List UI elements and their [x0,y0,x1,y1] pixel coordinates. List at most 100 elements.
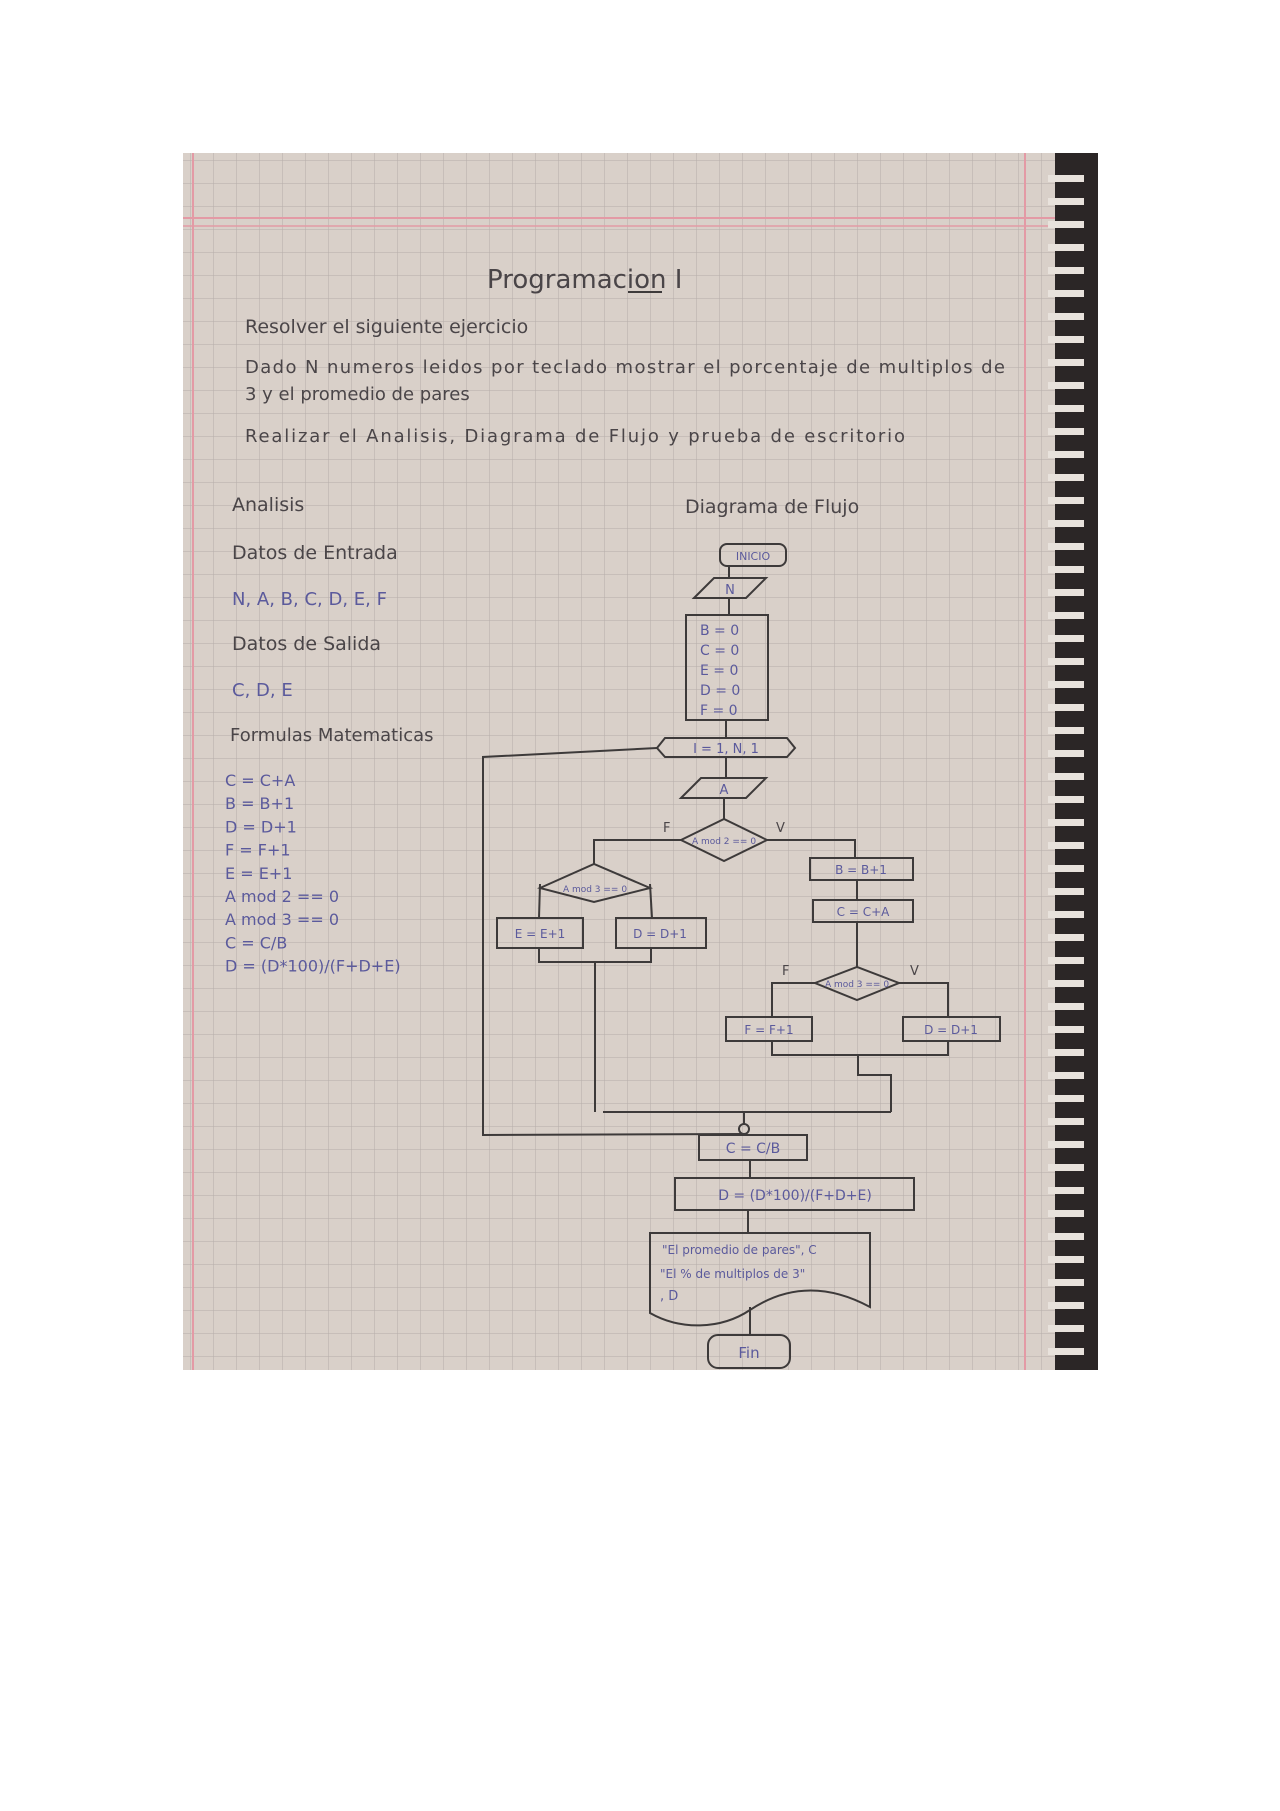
spiral-hole [1048,589,1084,596]
loop-label: I = 1, N, 1 [693,742,759,757]
process-b-increment [809,857,914,881]
connector [899,982,949,1017]
problem-line-1: Dado N numeros leidos por teclado mostra… [245,357,1005,378]
process-c-label: C = C+A [837,905,890,919]
spiral-hole [1048,704,1084,711]
spiral-hole [1048,566,1084,573]
spiral-hole [1048,221,1084,228]
formula-item: A mod 2 == 0 [225,887,339,906]
start-terminal [719,543,787,567]
spiral-hole [1048,1325,1084,1332]
loop-hexagon [655,737,797,758]
spiral-hole [1048,198,1084,205]
spiral-hole [1048,819,1084,826]
spiral-hole [1048,1072,1084,1079]
connector [771,1041,949,1056]
output-vars: C, D, E [232,680,293,701]
flowchart: INICIO N B = 0 C = 0 E = 0 D = 0 F = 0 I = 1… [482,543,1001,1369]
input-n-label: N [725,583,735,598]
formula-item: B = B+1 [225,794,294,813]
process-d-left-label: D = D+1 [633,927,687,941]
start-label: INICIO [736,550,771,563]
spiral-hole [1048,336,1084,343]
init-line: F = 0 [700,703,738,719]
false-label-2: F [782,964,789,979]
spiral-hole [1048,382,1084,389]
process-f-increment [725,1016,813,1042]
formula-item: A mod 3 == 0 [225,910,339,929]
false-label: F [663,821,670,836]
task: Realizar el Analisis, Diagrama de Flujo … [245,426,905,447]
formulas-heading: Formulas Matematicas [230,725,434,746]
spiral-hole [1048,796,1084,803]
spiral-hole [1048,313,1084,320]
spiral-hole [1048,474,1084,481]
process-d-increment-right [902,1016,1001,1042]
connector [593,839,681,864]
end-label: Fin [738,1344,759,1362]
process-percentage-label: D = (D*100)/(F+D+E) [718,1188,872,1204]
process-f-label: F = F+1 [744,1023,793,1037]
end-terminal [707,1334,791,1369]
spiral-hole [1048,658,1084,665]
init-line: B = 0 [700,623,739,639]
true-label: V [776,821,785,836]
spiral-hole [1048,1003,1084,1010]
spiral-hole [1048,842,1084,849]
formula-item: C = C+A [225,771,295,790]
spiral-hole [1048,1049,1084,1056]
connector [538,883,541,919]
true-label-2: V [910,964,919,979]
process-c-sum [812,899,914,923]
spiral-hole [1048,888,1084,895]
analysis-heading: Analisis [232,494,304,516]
output-line-1: "El promedio de pares", C [662,1243,817,1257]
process-e-label: E = E+1 [515,927,566,941]
spiral-hole [1048,681,1084,688]
spiral-hole [1048,934,1084,941]
input-vars: N, A, B, C, D, E, F [232,589,387,610]
spiral-hole [1048,865,1084,872]
output-line-2: "El % de multiplos de 3" [660,1267,805,1281]
spiral-hole [1048,405,1084,412]
init-line: E = 0 [700,663,738,679]
formula-item: D = (D*100)/(F+D+E) [225,957,401,976]
decision-even-label: A mod 2 == 0 [692,837,756,847]
formula-item: E = E+1 [225,864,292,883]
spiral-hole [1048,428,1084,435]
spiral-hole [1048,1095,1084,1102]
process-b-label: B = B+1 [835,863,887,877]
spiral-hole [1048,267,1084,274]
spiral-hole [1048,1256,1084,1263]
process-average [698,1134,808,1161]
flowchart-heading: Diagrama de Flujo [685,496,859,518]
spiral-hole [1048,1233,1084,1240]
connector [649,883,653,919]
spiral-hole [1048,1210,1084,1217]
input-heading: Datos de Entrada [232,542,398,564]
spiral-hole [1048,1141,1084,1148]
page-title: Programacion I [487,265,682,295]
init-line: C = 0 [700,643,739,659]
formula-item: D = D+1 [225,817,297,836]
spiral-hole [1048,1026,1084,1033]
instruction: Resolver el siguiente ejercicio [245,316,528,338]
spiral-hole [1048,543,1084,550]
spiral-hole [1048,773,1084,780]
decision-mod3-right-label: A mod 3 == 0 [825,980,889,990]
grid [183,153,1055,1370]
spiral-hole [1048,1164,1084,1171]
input-a-label: A [720,783,729,798]
spiral-hole [1048,911,1084,918]
spiral-hole [1048,244,1084,251]
spiral-hole [1048,635,1084,642]
init-line: D = 0 [700,683,740,699]
process-percentage [674,1177,915,1211]
problem-line-2: 3 y el promedio de pares [245,384,470,405]
output-line-3: , D [660,1289,678,1304]
spiral-hole [1048,1348,1084,1355]
spiral-binding [1048,153,1098,1370]
spiral-hole [1048,727,1084,734]
connector [767,839,856,858]
